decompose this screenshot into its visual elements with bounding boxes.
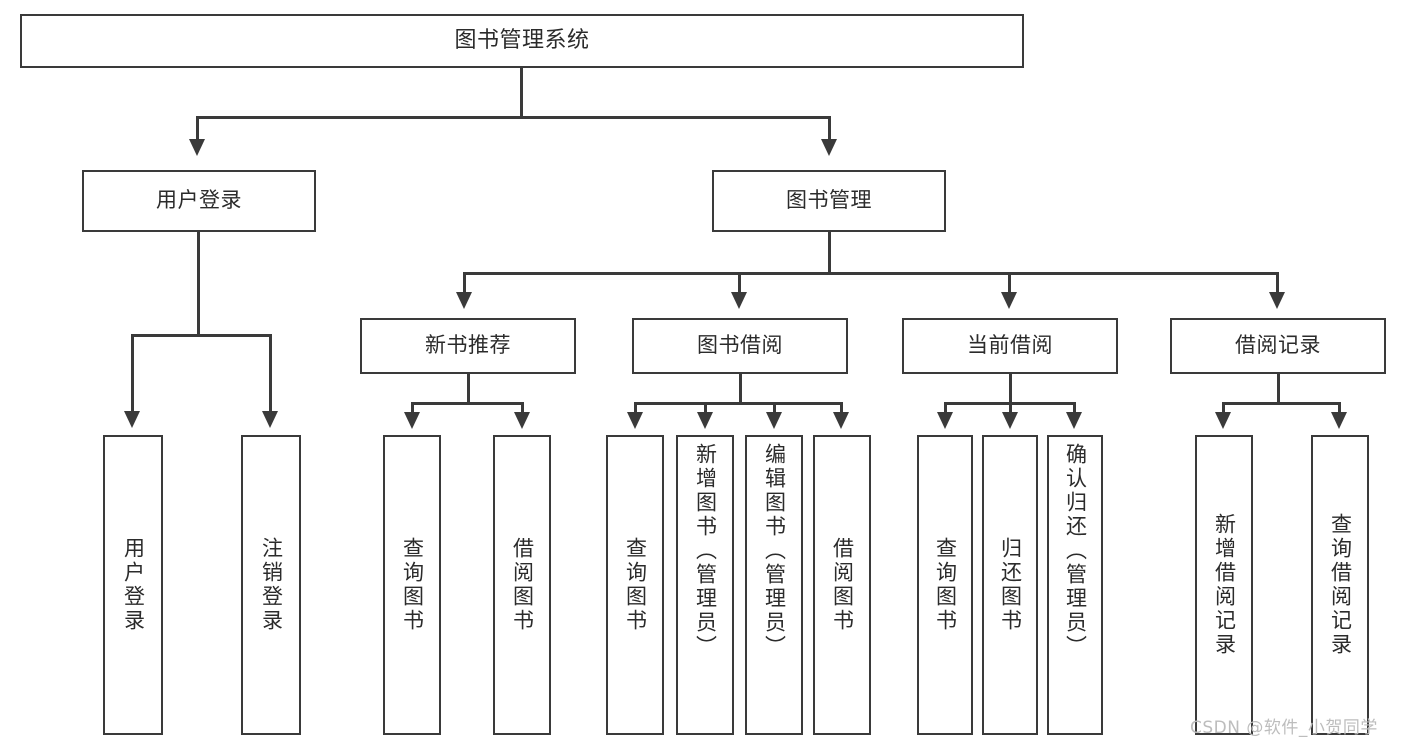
connector-newbook-drop-2 [521, 402, 524, 416]
node-book-borrow[interactable]: 图书借阅 [632, 318, 848, 374]
node-label: 借阅图书 [510, 537, 535, 633]
leaf-borrow-add-book-admin[interactable]: 新增图书（管理员） [676, 435, 734, 735]
connector-borrow-stem [739, 374, 742, 404]
arrowhead-icon [514, 412, 530, 429]
connector-root-stem [520, 68, 523, 118]
connector-newbook-bus [411, 402, 524, 405]
leaf-borrow-borrow-book[interactable]: 借阅图书 [813, 435, 871, 735]
connector-bookmgmt-drop-4 [1276, 272, 1279, 296]
node-label: 当前借阅 [967, 333, 1053, 358]
node-label: 借阅记录 [1235, 333, 1321, 358]
node-user-login[interactable]: 用户登录 [82, 170, 316, 232]
node-label: 新增图书（管理员） [693, 443, 718, 659]
leaf-record-query-record[interactable]: 查询借阅记录 [1311, 435, 1369, 735]
arrowhead-icon [456, 292, 472, 309]
leaf-user-login[interactable]: 用户登录 [103, 435, 163, 735]
connector-record-drop-2 [1338, 402, 1341, 416]
connector-borrow-drop-2 [704, 402, 707, 416]
arrowhead-icon [697, 412, 713, 429]
arrowhead-icon [937, 412, 953, 429]
node-label: 用户登录 [156, 188, 242, 213]
arrowhead-icon [1066, 412, 1082, 429]
connector-bookmgmt-drop-1 [463, 272, 466, 296]
node-new-book-recommend[interactable]: 新书推荐 [360, 318, 576, 374]
arrowhead-icon [766, 412, 782, 429]
connector-bookmgmt-bus [463, 272, 1279, 275]
arrowhead-icon [1215, 412, 1231, 429]
node-label: 图书管理 [786, 188, 872, 213]
connector-borrow-drop-3 [773, 402, 776, 416]
node-label: 查询图书 [400, 537, 425, 633]
connector-record-drop-1 [1222, 402, 1225, 416]
node-borrow-record[interactable]: 借阅记录 [1170, 318, 1386, 374]
arrowhead-icon [1269, 292, 1285, 309]
node-label: 图书借阅 [697, 333, 783, 358]
arrowhead-icon [124, 411, 140, 428]
arrowhead-icon [821, 139, 837, 156]
connector-record-stem [1277, 374, 1280, 404]
arrowhead-icon [1001, 292, 1017, 309]
node-current-borrow[interactable]: 当前借阅 [902, 318, 1118, 374]
connector-userlogin-bus [131, 334, 269, 337]
leaf-newbook-borrow-book[interactable]: 借阅图书 [493, 435, 551, 735]
connector-bookmgmt-drop-3 [1008, 272, 1011, 296]
connector-borrow-drop-4 [840, 402, 843, 416]
connector-root-drop-left [196, 116, 199, 144]
connector-record-bus [1222, 402, 1340, 405]
arrowhead-icon [1331, 412, 1347, 429]
node-label: 确认归还（管理员） [1063, 443, 1088, 659]
arrowhead-icon [627, 412, 643, 429]
node-book-management[interactable]: 图书管理 [712, 170, 946, 232]
node-label: 用户登录 [121, 537, 146, 633]
node-label: 新增借阅记录 [1212, 513, 1237, 657]
connector-root-drop-right [828, 116, 831, 144]
node-label: 新书推荐 [425, 333, 511, 358]
arrowhead-icon [189, 139, 205, 156]
arrowhead-icon [1002, 412, 1018, 429]
leaf-newbook-query-book[interactable]: 查询图书 [383, 435, 441, 735]
node-root-system[interactable]: 图书管理系统 [20, 14, 1024, 68]
connector-bookmgmt-drop-2 [738, 272, 741, 296]
node-label: 查询图书 [623, 537, 648, 633]
node-label: 查询图书 [933, 537, 958, 633]
connector-borrow-drop-1 [634, 402, 637, 416]
leaf-current-confirm-return-admin[interactable]: 确认归还（管理员） [1047, 435, 1103, 735]
leaf-borrow-query-book[interactable]: 查询图书 [606, 435, 664, 735]
node-label: 图书管理系统 [454, 27, 590, 53]
connector-userlogin-drop-2 [269, 334, 272, 416]
connector-root-bus [196, 116, 830, 119]
node-label: 编辑图书（管理员） [762, 443, 787, 659]
leaf-current-return-book[interactable]: 归还图书 [982, 435, 1038, 735]
leaf-current-query-book[interactable]: 查询图书 [917, 435, 973, 735]
connector-current-stem [1009, 374, 1012, 404]
node-label: 查询借阅记录 [1328, 513, 1353, 657]
connector-bookmgmt-stem [828, 232, 831, 274]
arrowhead-icon [262, 411, 278, 428]
arrowhead-icon [404, 412, 420, 429]
connector-borrow-bus [634, 402, 843, 405]
connector-current-drop-1 [944, 402, 947, 416]
node-label: 注销登录 [259, 537, 284, 633]
leaf-borrow-edit-book-admin[interactable]: 编辑图书（管理员） [745, 435, 803, 735]
leaf-record-add-record[interactable]: 新增借阅记录 [1195, 435, 1253, 735]
connector-userlogin-drop-1 [131, 334, 134, 416]
node-label: 归还图书 [998, 537, 1023, 633]
node-label: 借阅图书 [830, 537, 855, 633]
arrowhead-icon [731, 292, 747, 309]
arrowhead-icon [833, 412, 849, 429]
connector-current-drop-2 [1009, 402, 1012, 416]
connector-newbook-stem [467, 374, 470, 404]
connector-newbook-drop-1 [411, 402, 414, 416]
connector-current-drop-3 [1073, 402, 1076, 416]
leaf-user-logout[interactable]: 注销登录 [241, 435, 301, 735]
connector-userlogin-stem [197, 232, 200, 336]
